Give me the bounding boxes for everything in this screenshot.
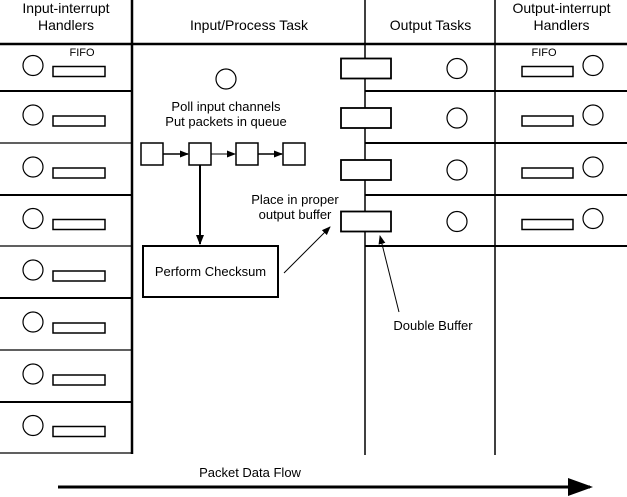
input-fifo-buffer (52, 322, 106, 334)
output-double-buffer (340, 107, 392, 129)
input-process-task-circle (215, 68, 237, 90)
input-handler-circle (22, 363, 44, 385)
output-handler-circle (582, 156, 604, 178)
output-double-buffer (340, 57, 392, 80)
place-in-buffer-text: Place in proper output buffer (230, 192, 360, 222)
output-fifo-buffer (521, 167, 574, 179)
output-handler-circle (582, 207, 604, 230)
output-handlers-header: Output-interrupt Handlers (496, 0, 627, 34)
double-buffer-pointer-arrow (378, 235, 400, 313)
output-fifo-buffer (521, 115, 574, 127)
input-fifo-buffer (52, 218, 106, 231)
place-text-line1: Place in proper (251, 192, 339, 207)
output-double-buffer (340, 159, 392, 181)
input-fifo-buffer (52, 374, 106, 386)
output-handler-circle (582, 54, 604, 77)
output-task-circle (446, 57, 468, 80)
packet-queue (140, 142, 306, 166)
input-handlers-header: Input-interrupt Handlers (0, 0, 132, 34)
output-tasks-header: Output Tasks (389, 17, 472, 33)
output-rows (340, 54, 627, 247)
input-fifo-buffer (52, 115, 106, 127)
checksum-to-buffer-arrow (283, 226, 331, 274)
output-handlers-header-line1: Output-interrupt (512, 0, 611, 16)
poll-text-line2: Put packets in queue (165, 114, 287, 129)
input-handler-circle (22, 156, 44, 178)
input-handlers-header-line2: Handlers (37, 17, 95, 33)
input-handlers-header-line1: Input-interrupt (22, 0, 110, 16)
input-handler-circle (22, 414, 44, 437)
queue-slot (282, 142, 306, 166)
perform-checksum-box (142, 245, 279, 298)
output-task-circle (446, 210, 468, 233)
output-handlers-header-line2: Handlers (533, 17, 590, 33)
output-fifo-label: FIFO (531, 47, 557, 59)
packet-data-flow-arrowhead (568, 478, 593, 496)
output-handler-circle (582, 104, 604, 126)
place-text-line2: output buffer (258, 207, 332, 222)
double-buffer-label: Double Buffer (393, 318, 473, 333)
input-fifo-buffer (52, 167, 106, 179)
queue-slot (188, 142, 212, 166)
input-handler-circle (22, 104, 44, 126)
input-handler-circle (22, 207, 44, 230)
queue-slot (140, 142, 164, 166)
output-task-circle (446, 159, 468, 181)
perform-checksum-label: Perform Checksum (154, 264, 267, 279)
input-fifo-buffer (52, 425, 106, 438)
output-fifo-buffer (521, 65, 574, 78)
input-handler-circle (22, 259, 44, 281)
input-handler-rows (0, 54, 132, 454)
output-double-buffer (340, 210, 392, 233)
poll-input-text: Poll input channels Put packets in queue (140, 99, 312, 129)
output-fifo-buffer (521, 218, 574, 231)
output-task-circle (446, 107, 468, 129)
input-fifo-buffer (52, 65, 106, 78)
input-fifo-buffer (52, 270, 106, 282)
input-fifo-label: FIFO (69, 47, 95, 59)
input-handler-circle (22, 54, 44, 77)
input-process-header: Input/Process Task (189, 17, 309, 33)
poll-text-line1: Poll input channels (171, 99, 281, 114)
packet-data-flow-label: Packet Data Flow (199, 465, 301, 480)
input-handler-circle (22, 311, 44, 333)
queue-slot (235, 142, 259, 166)
